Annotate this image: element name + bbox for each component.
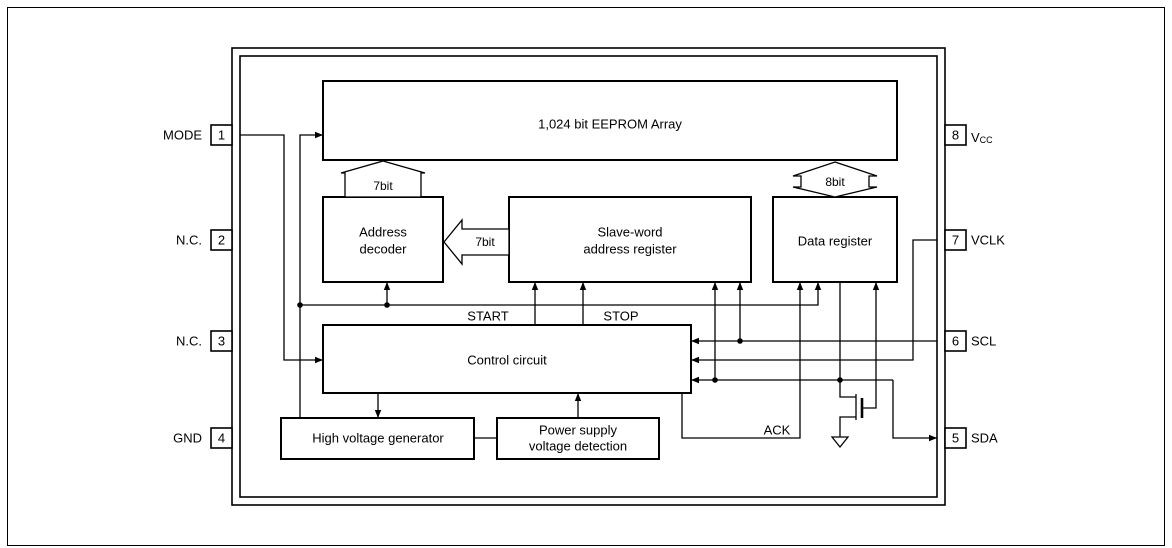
- address-decoder-block: Address decoder: [322, 196, 444, 283]
- power-supply-detection-block: Power supply voltage detection: [496, 417, 660, 460]
- pin-6: 6 SCL: [944, 330, 996, 352]
- pin-4-box: [210, 427, 233, 449]
- pin-8-box: [944, 124, 967, 146]
- high-voltage-generator-label: High voltage generator: [312, 431, 444, 446]
- hv-to-array-line: [299, 131, 323, 418]
- pin-4: 4 GND: [173, 427, 233, 449]
- high-voltage-generator-box: [280, 417, 475, 460]
- data-to-array-bus-label: 8bit: [825, 175, 845, 189]
- pin-6-box: [944, 330, 967, 352]
- eeprom-array-box: [322, 80, 898, 161]
- junction-dot: [297, 302, 303, 308]
- pin-5-box: [944, 427, 967, 449]
- decoder-to-array-bus: 7bit: [340, 160, 426, 198]
- junction-dot: [384, 302, 390, 308]
- slave-word-register-box: [508, 196, 752, 283]
- pin-7-box: [944, 229, 967, 251]
- pin-7-number: 7: [952, 233, 959, 248]
- mode-line: [240, 134, 323, 364]
- data-to-array-bus: 8bit: [792, 161, 878, 198]
- data-register-block: Data register: [772, 196, 898, 283]
- pin-6-label: SCL: [971, 334, 996, 349]
- pin-1-box: [210, 124, 233, 146]
- start-signal-label: START: [467, 309, 508, 324]
- high-voltage-generator-block: High voltage generator: [280, 417, 475, 460]
- pin-7: 7 VCLK: [944, 229, 1005, 251]
- decoder-to-array-bus-label: 7bit: [373, 179, 393, 193]
- control-circuit-label: Control circuit: [467, 353, 547, 368]
- sda-to-pin-line: [892, 380, 937, 442]
- address-decoder-label-line1: Address: [359, 225, 407, 240]
- decoder-to-array-bus-arrow: [340, 160, 426, 198]
- power-supply-detection-box: [496, 417, 660, 460]
- pin-8-label-subscript: CC: [980, 135, 993, 145]
- pin-3: 3 N.C.: [176, 330, 233, 352]
- pin-2: 2 N.C.: [176, 229, 233, 251]
- pin-8: 8 VCC: [944, 124, 993, 146]
- pin-5: 5 SDA: [944, 427, 998, 449]
- address-decoder-label-line2: decoder: [360, 242, 408, 257]
- pin-8-label-main: V: [971, 130, 980, 145]
- pin-2-number: 2: [218, 233, 225, 248]
- output-transistor: [830, 394, 864, 449]
- slave-word-register-block: Slave-word address register: [508, 196, 752, 283]
- data-register-sda-line: [839, 282, 856, 398]
- pin-2-label: N.C.: [176, 233, 202, 248]
- pin-3-box: [210, 330, 233, 352]
- eeprom-array-block: 1,024 bit EEPROM Array: [322, 80, 898, 161]
- slave-word-register-label-line1: Slave-word: [597, 225, 662, 240]
- hv-bus-to-data-register-line: [300, 282, 822, 306]
- pin-8-label: VCC: [971, 130, 993, 146]
- power-supply-detection-label-line1: Power supply: [539, 423, 618, 438]
- package-outline-inner: [239, 55, 938, 498]
- pin-1-label: MODE: [163, 128, 202, 143]
- data-register-box: [772, 196, 898, 283]
- slave-word-register-label-line2: address register: [583, 242, 677, 257]
- data-register-gate-line: [862, 282, 880, 409]
- pin-7-label: VCLK: [971, 233, 1005, 248]
- chip-package: [231, 47, 946, 506]
- data-to-array-bus-arrow: [792, 161, 878, 198]
- junction-dot: [737, 338, 743, 344]
- pin-6-number: 6: [952, 334, 959, 349]
- pin-1: 1 MODE: [163, 124, 233, 146]
- ack-signal-label: ACK: [764, 423, 791, 438]
- stop-signal-label: STOP: [603, 309, 638, 324]
- register-to-decoder-bus-arrow: [443, 218, 510, 266]
- ground-icon: [830, 436, 850, 449]
- control-circuit-block: Control circuit: [322, 324, 692, 394]
- junction-dot: [837, 377, 843, 383]
- pin-5-label: SDA: [971, 431, 998, 446]
- pin-2-box: [210, 229, 233, 251]
- data-register-label: Data register: [798, 234, 873, 249]
- pin-1-number: 1: [218, 128, 225, 143]
- register-to-decoder-bus-label: 7bit: [475, 235, 495, 249]
- register-to-decoder-bus: 7bit: [443, 218, 510, 266]
- eeprom-array-label: 1,024 bit EEPROM Array: [538, 117, 682, 132]
- vclk-line: [691, 239, 937, 364]
- pin-4-number: 4: [218, 431, 225, 446]
- pin-3-label: N.C.: [176, 334, 202, 349]
- pin-4-label: GND: [173, 431, 202, 446]
- figure-frame: [7, 7, 1165, 546]
- power-supply-detection-label-line2: voltage detection: [529, 439, 627, 454]
- package-outline-outer: [231, 47, 946, 506]
- control-circuit-box: [322, 324, 692, 394]
- pin-8-number: 8: [952, 128, 959, 143]
- pin-5-number: 5: [952, 431, 959, 446]
- junctions: [297, 302, 843, 383]
- connections: [240, 131, 937, 442]
- pin-3-number: 3: [218, 334, 225, 349]
- address-decoder-box: [322, 196, 444, 283]
- junction-dot: [712, 377, 718, 383]
- transistor-source-line: [839, 416, 856, 437]
